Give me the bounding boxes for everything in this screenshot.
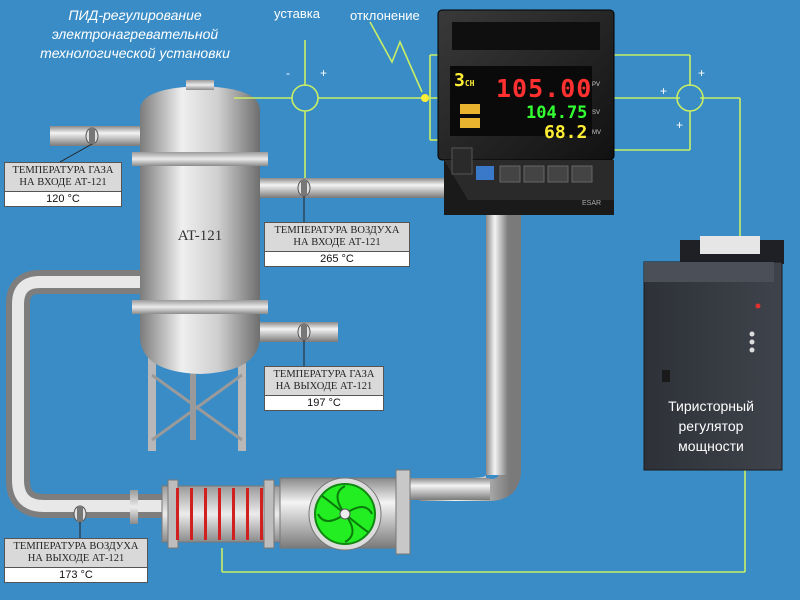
diagram-title: ПИД-регулирование электронагревательной … — [40, 7, 230, 61]
channel-number: 3 — [454, 70, 465, 91]
thermometer-icon — [297, 179, 311, 197]
setpoint-comparator — [291, 84, 319, 112]
thyristor-regulator — [643, 236, 784, 471]
sv-display: 104.75 — [526, 103, 588, 123]
plus-sign: + — [676, 118, 684, 132]
heating-elements — [176, 488, 263, 540]
vessel-at121: AT-121 — [132, 80, 268, 451]
sensor-caption: ТЕМПЕРАТУРА ГАЗА НА ВХОДЕ АТ-121 — [5, 163, 121, 192]
plus-sign: + — [320, 66, 328, 80]
pv-display: 105.00 — [496, 74, 593, 103]
deviation-label: отклонение — [350, 8, 420, 23]
controller-buttons — [451, 147, 593, 183]
sv-label: SV — [592, 110, 601, 116]
sensor-caption: ТЕМПЕРАТУРА ВОЗДУХА НА ВХОДЕ АТ-121 — [265, 223, 409, 252]
pid-controller — [437, 9, 615, 215]
thermometer-icon — [297, 323, 311, 341]
sensor-plate-air-out: ТЕМПЕРАТУРА ВОЗДУХА НА ВЫХОДЕ АТ-121 173… — [4, 538, 148, 583]
sensor-caption: ТЕМПЕРАТУРА ВОЗДУХА НА ВЫХОДЕ АТ-121 — [5, 539, 147, 568]
thermometer-icon — [73, 505, 87, 523]
plus-sign: + — [698, 66, 706, 80]
sensor-value: 173 °C — [5, 568, 147, 582]
air-inlet-pipe — [258, 178, 498, 198]
pv-label: PV — [592, 82, 601, 88]
mv-label: MV — [592, 130, 601, 136]
sensor-icons — [59, 127, 311, 538]
heater-unit — [161, 469, 411, 555]
controller-brand: ESAR — [582, 200, 602, 207]
setpoint-label: уставка — [274, 6, 321, 21]
sensor-value: 197 °C — [265, 396, 383, 410]
output-summer — [676, 84, 704, 112]
mv-display: 68.2 — [544, 122, 588, 143]
controller-channel: 3CH — [454, 70, 474, 91]
sensor-value: 265 °C — [265, 252, 409, 266]
plus-sign: + — [660, 84, 668, 98]
sensor-caption: ТЕМПЕРАТУРА ГАЗА НА ВЫХОДЕ АТ-121 — [265, 367, 383, 396]
vessel-name: AT-121 — [178, 228, 222, 244]
sensor-plate-air-in: ТЕМПЕРАТУРА ВОЗДУХА НА ВХОДЕ АТ-121 265 … — [264, 222, 410, 267]
sensor-plate-gas-out: ТЕМПЕРАТУРА ГАЗА НА ВЫХОДЕ АТ-121 197 °C — [264, 366, 384, 411]
channel-suffix: CH — [464, 79, 475, 88]
minus-sign: - — [286, 66, 290, 80]
sensor-plate-gas-in: ТЕМПЕРАТУРА ГАЗА НА ВХОДЕ АТ-121 120 °C — [4, 162, 122, 207]
sensor-value: 120 °C — [5, 192, 121, 206]
thyristor-label: Тиристорный регулятор мощности — [668, 398, 754, 454]
gas-inlet-pipe — [50, 126, 150, 146]
thermometer-icon — [85, 127, 99, 145]
junction-dot — [421, 94, 429, 102]
